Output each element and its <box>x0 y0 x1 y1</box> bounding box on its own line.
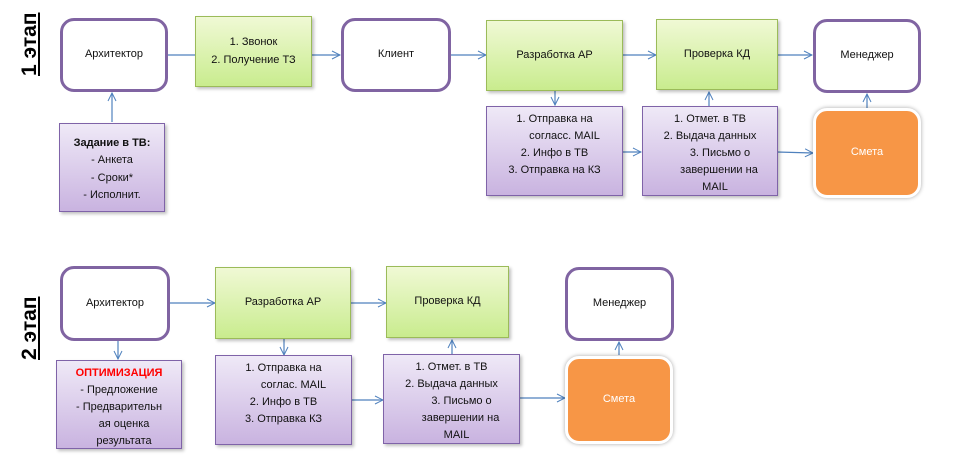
node-label: Архитектор <box>84 48 144 61</box>
optimization-title: ОПТИМИЗАЦИЯ <box>75 367 163 379</box>
optimization-item: результата <box>96 435 152 448</box>
node-label: Клиент <box>377 48 415 61</box>
task-item: - Исполнит. <box>83 188 141 201</box>
stage1-dev-ar-node: Разработка АР <box>486 20 623 91</box>
stage1-call-node: 1. Звонок 2. Получение ТЗ <box>195 16 312 87</box>
node-label: Проверка КД <box>683 47 751 60</box>
node-label: Менеджер <box>592 297 647 310</box>
node-line: согласс. MAIL <box>529 130 600 143</box>
node-line: 1. Отмет. в ТВ <box>673 113 747 125</box>
node-line: 2. Выдача данных <box>405 378 498 391</box>
stage1-client-node: Клиент <box>341 18 451 92</box>
stage2-check-kd-node: Проверка КД <box>386 266 509 338</box>
node-line: 2. Инфо в ТВ <box>520 147 589 160</box>
node-line: 3. Отправка КЗ <box>244 413 323 426</box>
stage1-task-node: Задание в ТВ: - Анкета - Сроки* - Исполн… <box>59 123 165 212</box>
node-label: Разработка АР <box>516 48 593 61</box>
stage1-mark-node: 1. Отмет. в ТВ 2. Выдача данных 3. Письм… <box>642 106 778 196</box>
stage1-manager-node: Менеджер <box>813 19 921 93</box>
node-line: MAIL <box>702 181 728 194</box>
stage1-send-node: 1. Отправка на согласс. MAIL 2. Инфо в Т… <box>486 106 623 196</box>
arrow-mark-to-estimate <box>776 152 813 153</box>
stage2-manager-node: Менеджер <box>565 267 674 341</box>
node-line: 2. Выдача данных <box>663 130 757 143</box>
optimization-item: - Предварительн <box>75 401 163 414</box>
node-line: завершении на <box>680 164 758 177</box>
node-label: Смета <box>850 146 884 159</box>
optimization-item: - Предложение <box>80 384 158 397</box>
stage2-dev-ar-node: Разработка АР <box>215 267 351 339</box>
node-line: 2. Инфо в ТВ <box>249 396 318 409</box>
stage2-send-node: 1. Отправка на соглас. MAIL 2. Инфо в ТВ… <box>215 355 352 445</box>
node-line: 3. Отправка на КЗ <box>508 164 601 177</box>
node-line: 1. Отмет. в ТВ <box>415 361 488 373</box>
node-line: 1. Отправка на <box>245 362 322 374</box>
task-item: - Анкета <box>91 154 133 167</box>
node-line: 3. Письмо о <box>431 395 492 408</box>
node-label: Проверка КД <box>414 295 481 308</box>
task-title: Задание в ТВ: <box>73 137 151 150</box>
stage2-optimization-node: ОПТИМИЗАЦИЯ - Предложение - Предваритель… <box>56 360 182 449</box>
task-item: - Сроки* <box>90 171 134 184</box>
node-label: Разработка АР <box>244 296 322 309</box>
node-line: 3. Письмо о <box>689 147 751 160</box>
node-label: Архитектор <box>85 296 145 309</box>
node-line: 1. Отправка на <box>516 113 593 125</box>
stage2-architect-node: Архитектор <box>60 266 170 341</box>
stage2-estimate-node: Смета <box>565 356 673 444</box>
node-label: Менеджер <box>840 49 894 62</box>
node-line: завершении на <box>421 412 500 425</box>
node-line: соглас. MAIL <box>260 379 327 392</box>
node-line: 1. Звонок <box>229 36 278 49</box>
node-label: Смета <box>602 393 636 406</box>
stage-1-label: 1 этап <box>18 12 41 76</box>
stage1-estimate-node: Смета <box>813 108 921 198</box>
node-line: 2. Получение ТЗ <box>211 53 296 66</box>
stage1-check-kd-node: Проверка КД <box>656 19 778 90</box>
node-line: MAIL <box>443 429 470 442</box>
stage2-mark-node: 1. Отмет. в ТВ 2. Выдача данных 3. Письм… <box>383 354 520 444</box>
stage1-architect-node: Архитектор <box>60 18 168 92</box>
stage-2-label: 2 этап <box>18 296 41 360</box>
optimization-item: ая оценка <box>98 418 150 431</box>
